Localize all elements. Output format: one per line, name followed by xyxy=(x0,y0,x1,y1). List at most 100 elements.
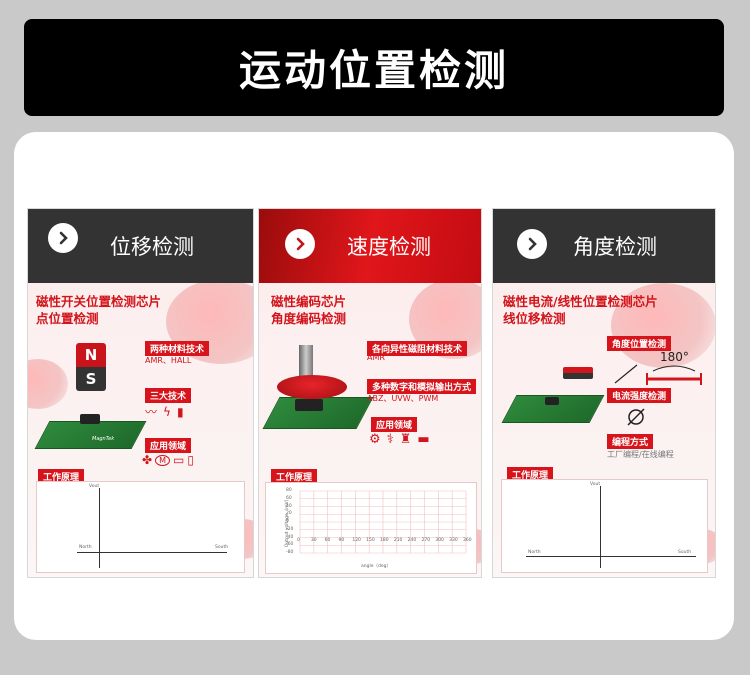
chevron-right-icon xyxy=(296,237,305,251)
sensor-chip xyxy=(80,414,100,424)
pcb-board xyxy=(34,421,147,449)
tag-current-strength: 电流强度检测 xyxy=(607,388,672,403)
tech-icons: 〰 ϟ ▮ xyxy=(145,403,184,420)
x-axis-label: angle（deg） xyxy=(361,564,391,569)
y-axis xyxy=(99,488,100,568)
x-tick-label: 60 xyxy=(324,538,331,543)
stethoscope-icon: ⚕ xyxy=(386,432,394,447)
principle-chart: Vout North South xyxy=(501,479,708,573)
principle-tag: 工作原理 xyxy=(507,467,554,482)
card-heading: 磁性开关位置检测芯片 点位置检测 xyxy=(36,294,162,326)
x-tick-label: 90 xyxy=(338,538,345,543)
card-heading: 磁性编码芯片 角度编码检测 xyxy=(271,294,347,326)
magnet-n: N xyxy=(76,343,106,367)
tag-programming-sub: 工厂编程/在线编程 xyxy=(607,450,674,459)
card-speed[interactable]: 速度检测 磁性编码芯片 角度编码检测 各向异性磁阻材料技术 AMR 多种数字和模… xyxy=(258,208,482,578)
tag-amr-sub: AMR xyxy=(367,353,385,362)
car-icon: ▬ xyxy=(417,432,430,447)
application-icons: ✤ M ▭ ▯ xyxy=(142,453,194,467)
arrow-right-button[interactable] xyxy=(48,223,78,253)
lightning-icon: ϟ xyxy=(163,404,171,419)
card-title: 速度检测 xyxy=(347,235,431,259)
x-tick-label: 0 xyxy=(297,538,300,543)
x-tick-label: 240 xyxy=(407,538,417,543)
principle-tag: 工作原理 xyxy=(271,469,318,484)
y-tick-label: 40 xyxy=(286,503,292,509)
sensor-chip xyxy=(545,397,559,405)
x-tick-label: 300 xyxy=(435,538,444,543)
wave-icon: 〰 xyxy=(145,405,158,419)
encoder-magnet-ring xyxy=(277,375,347,399)
decor-blob xyxy=(611,283,715,368)
tag-application: 应用领域 xyxy=(371,417,418,432)
arrow-right-button[interactable] xyxy=(285,229,315,259)
card-title: 位移检测 xyxy=(110,235,194,259)
banner-title: 运动位置检测 xyxy=(238,46,509,95)
pcb-label: MagnTek xyxy=(92,436,115,442)
battery-icon: ▮ xyxy=(176,404,184,419)
current-sensor-icon xyxy=(627,408,645,426)
tag-programming: 编程方式 xyxy=(607,434,654,449)
tag-three-tech: 三大技术 xyxy=(145,388,192,403)
top-banner: 运动位置检测 xyxy=(24,19,724,116)
principle-chart: Vout North South xyxy=(36,481,245,573)
angle-value: 180° xyxy=(660,350,689,364)
card-header: 速度检测 xyxy=(259,209,481,283)
tag-output-sub: ABZ、UVW、PWM xyxy=(367,394,439,403)
card-displacement[interactable]: 位移检测 磁性开关位置检测芯片 点位置检测 N S MagnTek 两种材料技术… xyxy=(27,208,254,578)
axis-right-label: South xyxy=(678,550,692,555)
y-tick-label: -20 xyxy=(286,526,294,532)
magnet-s: S xyxy=(76,367,106,391)
card-header: 位移检测 xyxy=(28,209,253,283)
x-tick-label: 150 xyxy=(366,538,375,543)
card-title: 角度检测 xyxy=(573,235,657,259)
robot-icon: ♜ xyxy=(399,432,412,447)
phone-icon: ▯ xyxy=(187,453,194,467)
x-tick-label: 180 xyxy=(380,538,389,543)
y-tick-label: 0 xyxy=(286,519,289,524)
x-tick-label: 270 xyxy=(421,538,431,543)
sensor-chip xyxy=(295,399,323,411)
x-tick-label: 360 xyxy=(463,538,472,543)
x-tick-label: 30 xyxy=(310,538,317,543)
x-tick-label: 120 xyxy=(352,538,361,543)
y-tick-label: -40 xyxy=(286,534,294,540)
y-tick-label: -60 xyxy=(286,542,294,548)
tag-output: 多种数字和模拟输出方式 xyxy=(367,379,477,394)
tag-application: 应用领域 xyxy=(145,438,192,453)
card-header: 角度检测 xyxy=(493,209,715,283)
x-axis xyxy=(77,552,227,553)
application-icons: ⚙ ⚕ ♜ ▬ xyxy=(369,432,430,447)
x-tick-label: 330 xyxy=(449,538,458,543)
chevron-right-icon xyxy=(528,237,537,251)
motor-icon: M xyxy=(155,454,170,466)
y-tick-label: 80 xyxy=(286,488,292,493)
axis-top-label: Vout xyxy=(590,482,601,487)
fan-icon: ✤ xyxy=(142,453,153,467)
magnet-block xyxy=(563,367,593,379)
card-heading: 磁性电流/线性位置检测芯片 线位移检测 xyxy=(503,294,658,326)
tag-materials-sub: AMR、HALL xyxy=(145,356,192,365)
y-tick-label: 60 xyxy=(286,495,292,501)
tag-angle-position: 角度位置检测 xyxy=(607,336,672,351)
tag-amr: 各向异性磁阻材料技术 xyxy=(367,341,468,356)
principle-tag: 工作原理 xyxy=(38,469,85,484)
arrow-right-button[interactable] xyxy=(517,229,547,259)
y-tick-label: -80 xyxy=(286,550,294,555)
car-icon: ▭ xyxy=(172,453,185,467)
axis-left-label: North xyxy=(528,550,541,555)
y-axis xyxy=(600,486,601,568)
x-axis xyxy=(526,556,696,557)
axis-right-label: South xyxy=(215,545,229,550)
y-tick-label: 20 xyxy=(286,511,292,517)
axis-left-label: North xyxy=(79,545,92,550)
tag-materials: 两种材料技术 xyxy=(145,341,210,356)
angle-indicator-icon xyxy=(614,364,702,385)
card-angle[interactable]: 角度检测 磁性电流/线性位置检测芯片 线位移检测 角度位置检测 180° 电流强… xyxy=(492,208,716,578)
chevron-right-icon xyxy=(59,231,68,245)
gear-icon: ⚙ xyxy=(369,432,381,447)
axis-top-label: Vout xyxy=(89,484,100,489)
principle-grid xyxy=(299,490,467,554)
x-tick-label: 210 xyxy=(393,538,403,543)
